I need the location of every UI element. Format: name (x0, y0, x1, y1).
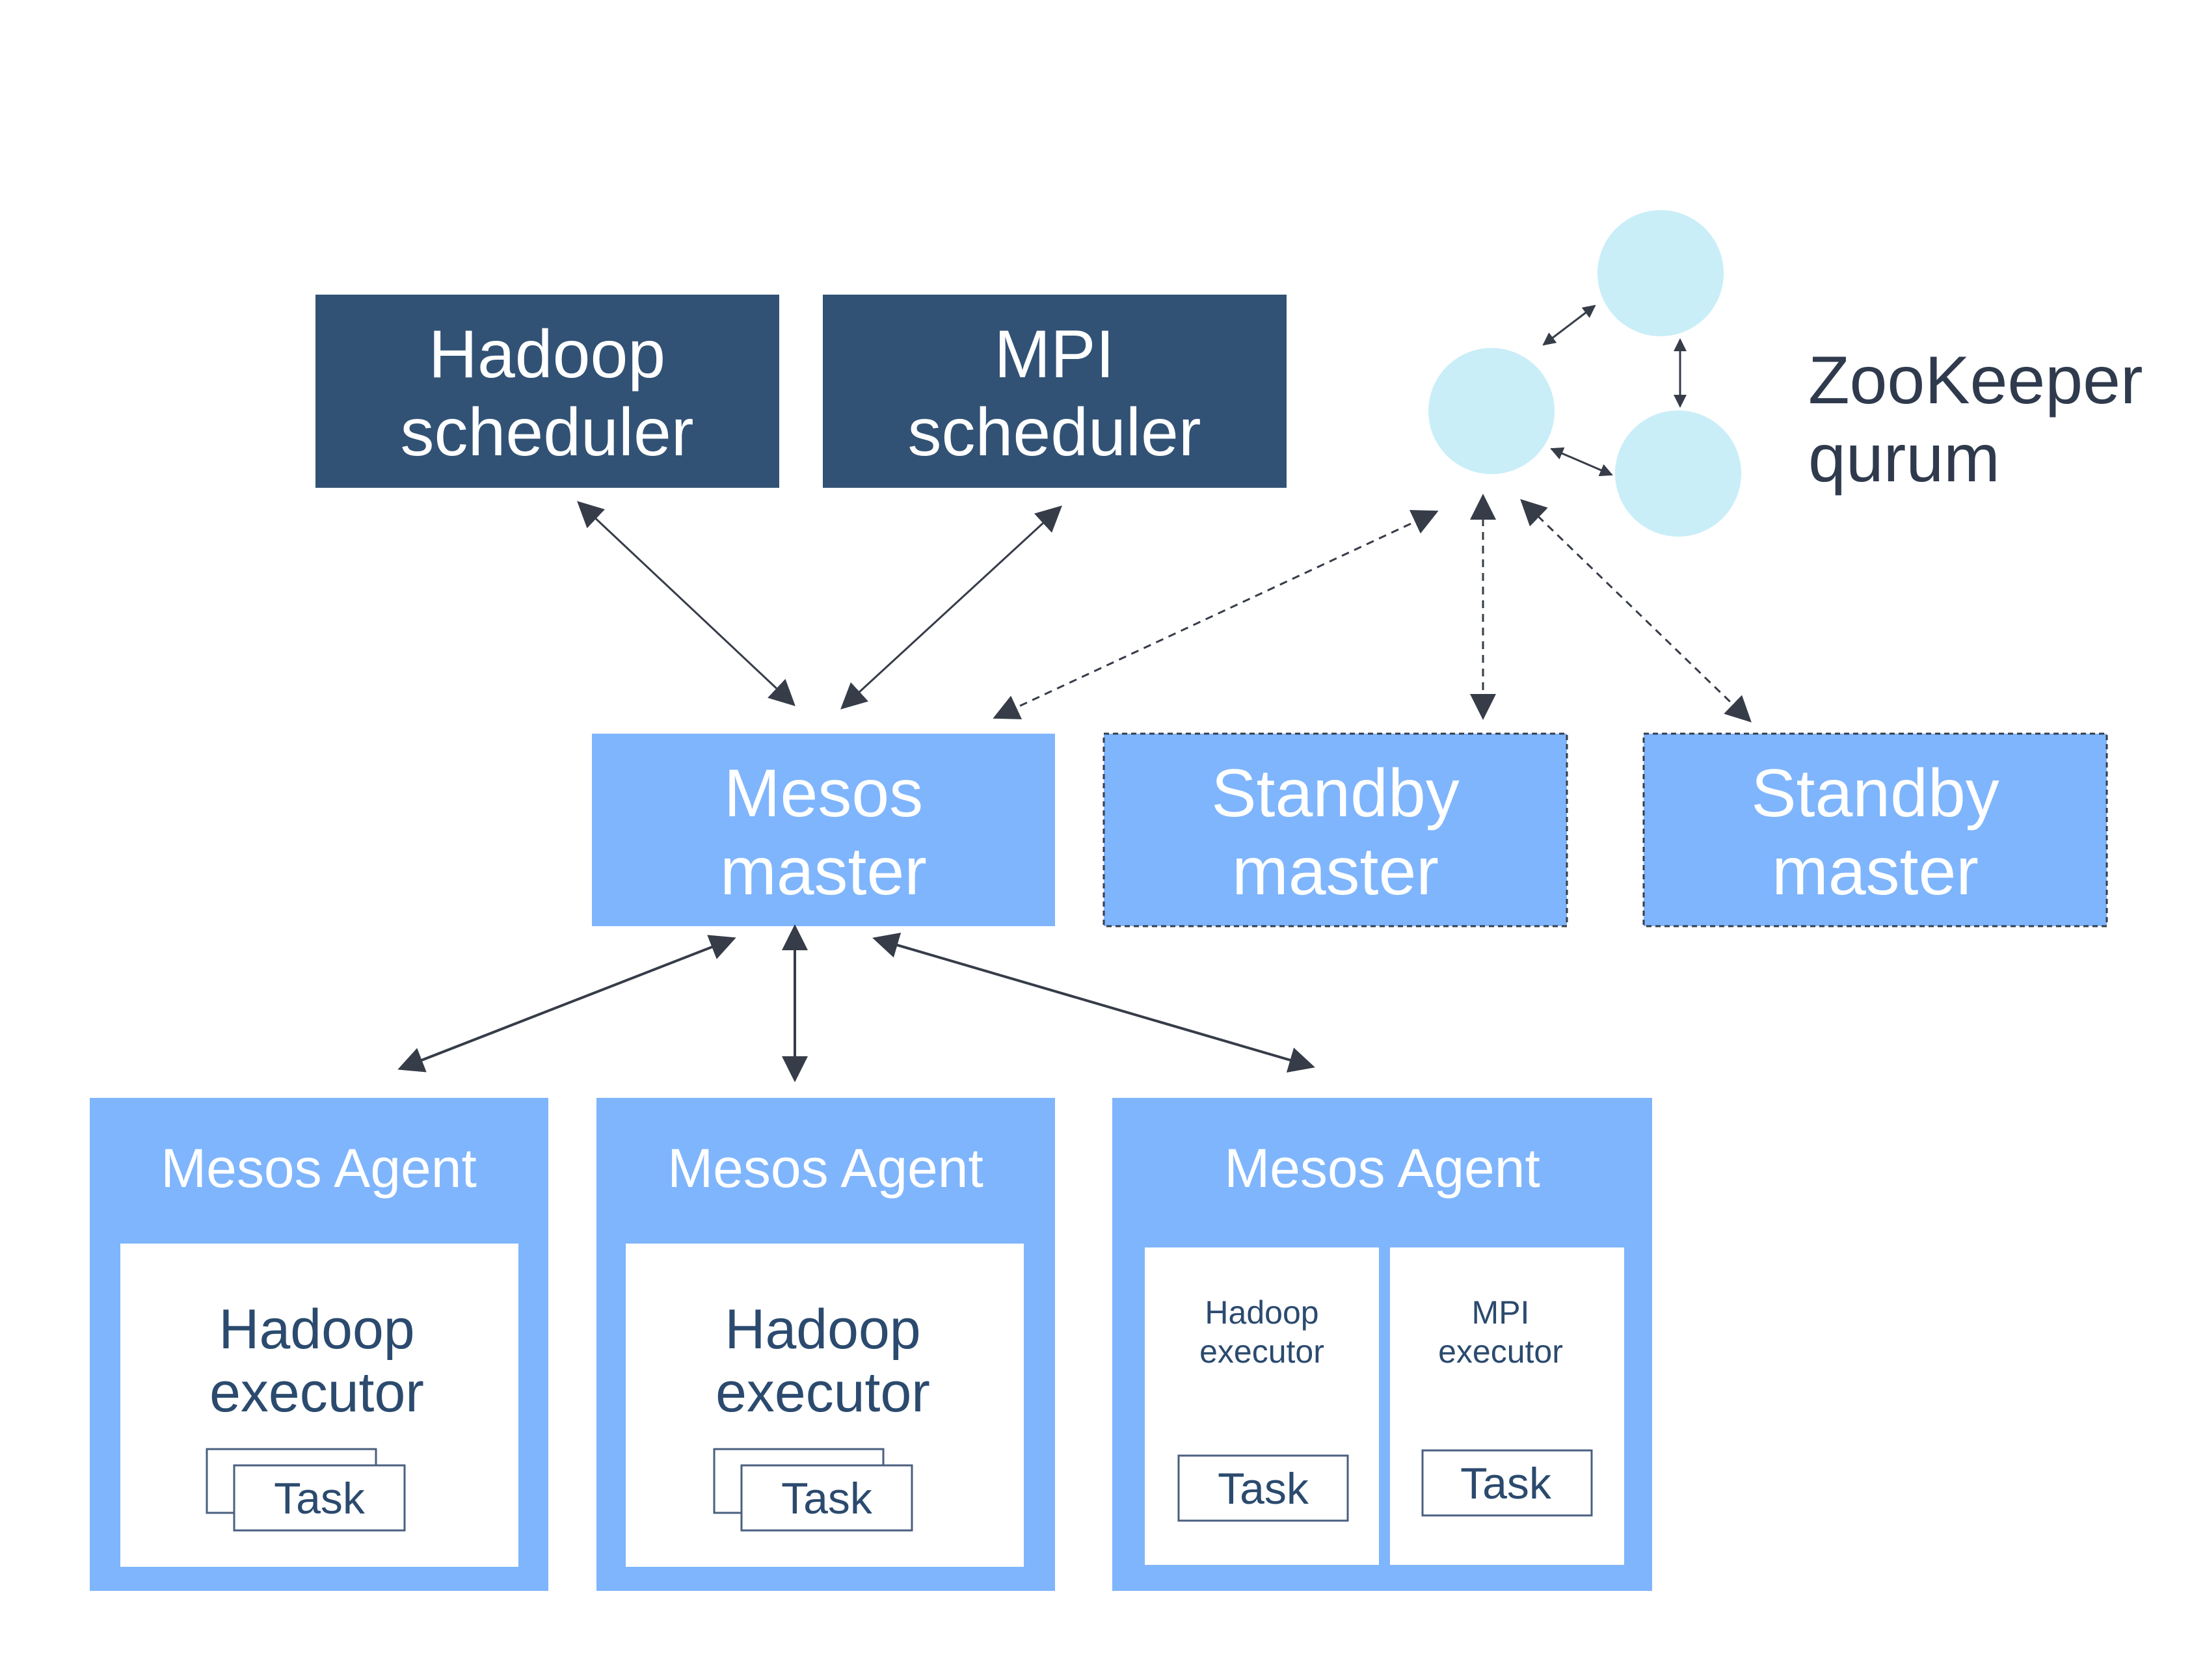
zookeeper-node-bottom (1615, 410, 1741, 537)
arrow-standby2-zookeeper (1520, 499, 1752, 723)
hadoop-executor-3-line1: Hadoop (1205, 1294, 1318, 1331)
standby-master-1-line2: master (1232, 834, 1439, 909)
hadoop-scheduler-line1: Hadoop (429, 317, 665, 392)
hadoop-executor-2-line2: executor (715, 1361, 930, 1424)
mpi-executor-3-line2: executor (1438, 1333, 1563, 1370)
task-box-4 (1421, 1449, 1593, 1517)
zookeeper-node-top (1597, 210, 1724, 336)
arrow-master-agent-3 (872, 932, 1315, 1073)
standby-master-2-line2: master (1772, 834, 1979, 909)
hadoop-scheduler-box: Hadoop scheduler (315, 295, 779, 488)
hadoop-executor-2-line1: Hadoop (725, 1298, 920, 1361)
mesos-agent-2-title: Mesos Agent (667, 1138, 983, 1199)
task-2-label: Task (781, 1474, 873, 1523)
mesos-agent-3: Mesos Agent Hadoop executor Task MPI exe… (1112, 1098, 1652, 1591)
zk-link-left-top (1542, 304, 1596, 346)
arrow-master-zookeeper (993, 510, 1439, 719)
mesos-master-line1: Mesos (724, 756, 923, 831)
standby-master-box-2: Standby master (1642, 732, 2108, 927)
zookeeper-node-left (1428, 348, 1555, 474)
mpi-scheduler-line2: scheduler (908, 395, 1201, 470)
mpi-scheduler-box: MPI scheduler (823, 295, 1287, 488)
task-1-label: Task (274, 1474, 366, 1523)
zookeeper-quorum: ZooKeeper qurum (1428, 210, 2143, 537)
arrow-master-agent-1 (397, 935, 736, 1073)
zookeeper-label-line2: qurum (1808, 421, 2000, 496)
hadoop-scheduler-line2: scheduler (401, 395, 694, 470)
zookeeper-label-line1: ZooKeeper (1808, 343, 2143, 418)
task-3-label: Task (1218, 1464, 1309, 1513)
zk-link-left-bottom (1550, 447, 1613, 477)
mesos-agent-1-title: Mesos Agent (161, 1138, 477, 1199)
standby-master-1-line1: Standby (1211, 756, 1460, 831)
hadoop-executor-1-line2: executor (209, 1361, 424, 1424)
task-box-3 (1177, 1454, 1349, 1522)
mesos-agent-2: Mesos Agent Hadoop executor Task (596, 1098, 1055, 1591)
mpi-scheduler-line1: MPI (995, 317, 1115, 392)
standby-master-box-1: Standby master (1103, 732, 1568, 927)
task-box-1 (233, 1464, 406, 1532)
arrow-mpi-scheduler-master (840, 505, 1062, 710)
task-box-2 (740, 1464, 913, 1532)
mpi-executor-3-line1: MPI (1472, 1294, 1530, 1331)
arrow-hadoop-scheduler-master (577, 501, 795, 706)
hadoop-executor-1-line1: Hadoop (219, 1298, 414, 1361)
mesos-master-box: Mesos master (592, 734, 1055, 926)
standby-master-2-line1: Standby (1751, 756, 1999, 831)
mesos-agent-3-title: Mesos Agent (1224, 1138, 1540, 1199)
hadoop-executor-3-line2: executor (1199, 1333, 1324, 1370)
task-4-label: Task (1460, 1459, 1552, 1508)
mesos-master-line2: master (720, 834, 927, 909)
mesos-agent-1: Mesos Agent Hadoop executor Task (90, 1098, 548, 1591)
